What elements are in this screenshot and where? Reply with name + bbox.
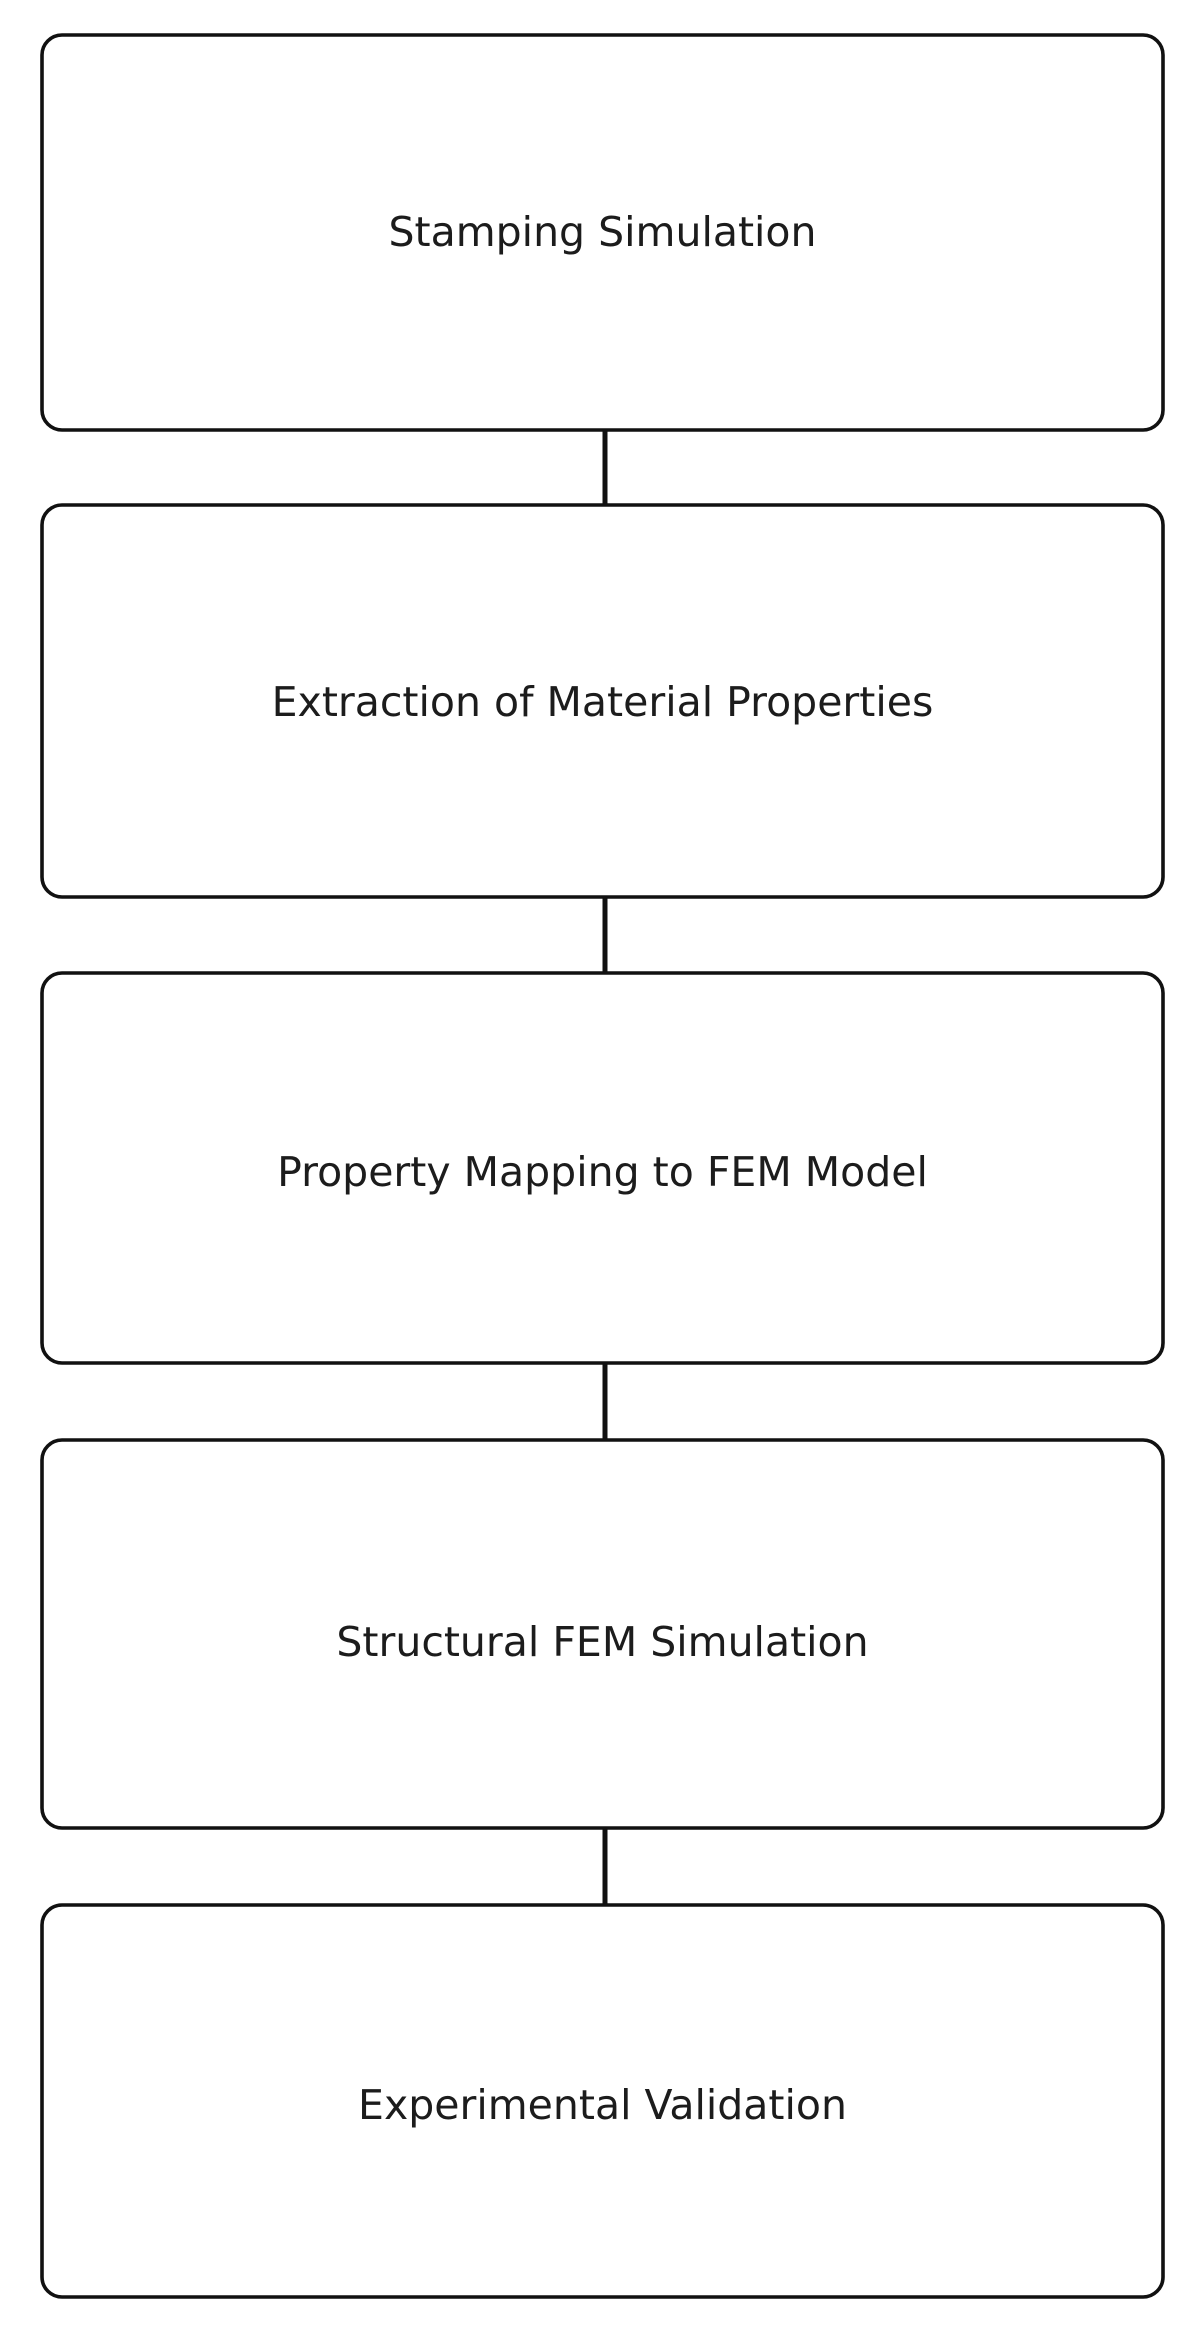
node-label: Property Mapping to FEM Model <box>277 1148 928 1196</box>
flow-node-stamping-simulation[interactable]: Stamping Simulation <box>40 33 1165 432</box>
node-label: Experimental Validation <box>358 2081 847 2129</box>
flow-node-property-mapping-to-fem-model[interactable]: Property Mapping to FEM Model <box>40 971 1165 1365</box>
node-label: Stamping Simulation <box>388 208 816 256</box>
node-label: Structural FEM Simulation <box>336 1618 868 1666</box>
node-shape[interactable] <box>40 1903 1165 2299</box>
node-label: Extraction of Material Properties <box>272 678 934 726</box>
flow-node-structural-fem-simulation[interactable]: Structural FEM Simulation <box>40 1438 1165 1830</box>
flow-node-extraction-of-material-properties[interactable]: Extraction of Material Properties <box>40 503 1165 899</box>
flow-node-experimental-validation[interactable]: Experimental Validation <box>40 1903 1165 2299</box>
